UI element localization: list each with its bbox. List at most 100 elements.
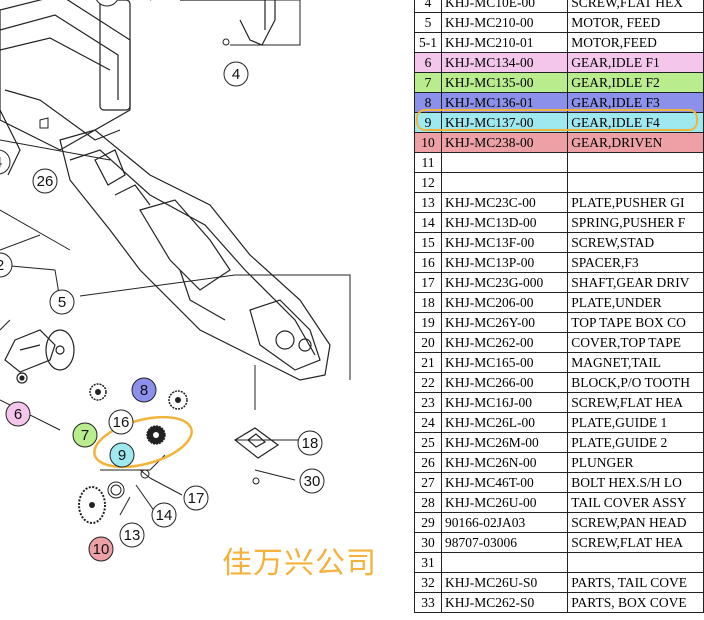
part-number-cell: KHJ-MC13F-00 (440, 232, 569, 253)
description-cell: COVER,TOP TAPE (567, 332, 704, 353)
item-number-cell: 21 (414, 352, 442, 373)
item-number-cell: 27 (414, 472, 442, 493)
item-number-cell: 19 (414, 312, 442, 333)
item-number-cell: 4 (414, 0, 442, 13)
item-number-cell: 13 (414, 192, 442, 213)
description-cell: PLATE,GUIDE 2 (567, 432, 704, 453)
callout-label-2: 2 (0, 257, 4, 274)
callout-circle-8 (131, 377, 157, 403)
callout-circle-7 (72, 422, 98, 448)
description-cell: PLATE,UNDER (567, 292, 704, 313)
part-number-cell: KHJ-MC238-00 (440, 132, 569, 153)
callout-circle-4 (223, 61, 249, 87)
callout-circle-9 (109, 442, 135, 468)
item-number-cell: 24 (414, 412, 442, 433)
description-cell: BOLT HEX.S/H LO (567, 472, 704, 493)
item-number-cell: 22 (414, 372, 442, 393)
part-number-cell: KHJ-MC210-01 (440, 32, 569, 53)
callout-label-9: 9 (118, 447, 126, 464)
part-number-cell: KHJ-MC165-00 (440, 352, 569, 373)
callout-label-4: 4 (232, 66, 240, 83)
gear-9-highlight-ellipse (93, 415, 193, 469)
callout-circle-14 (151, 502, 177, 528)
callout-circle-30 (299, 468, 325, 494)
item-number-cell: 23 (414, 392, 442, 413)
part-number-cell: KHJ-MC13D-00 (440, 212, 569, 233)
item-number-cell: 8 (414, 92, 442, 113)
leader-lines (0, 0, 351, 516)
description-cell: TOP TAPE BOX CO (567, 312, 704, 333)
item-number-cell: 6 (414, 52, 442, 73)
description-cell: MOTOR, FEED (567, 12, 704, 33)
part-number-cell: KHJ-MC26L-00 (440, 412, 569, 433)
description-cell: MAGNET,TAIL (567, 352, 704, 373)
description-cell (567, 152, 704, 173)
callout-circle-16 (108, 409, 134, 435)
callout-label-13: 13 (124, 527, 141, 544)
item-number-cell: 28 (414, 492, 442, 513)
callout-circle-2 (0, 252, 13, 278)
item-number-cell: 30 (414, 532, 442, 553)
description-cell: BLOCK,P/O TOOTH (567, 372, 704, 393)
part-number-cell: KHJ-MC266-00 (440, 372, 569, 393)
item-number-cell: 16 (414, 252, 442, 273)
part-number-cell: KHJ-MC210-00 (440, 12, 569, 33)
callout-circle-13 (119, 522, 145, 548)
shaft-drawing (139, 469, 151, 479)
row-9-highlight-box (416, 109, 698, 131)
part-number-cell: KHJ-MC26Y-00 (440, 312, 569, 333)
callout-circle-4 (0, 149, 11, 175)
callout-label-30: 30 (304, 473, 321, 490)
callout-circle-27 (96, 0, 118, 7)
item-number-cell: 17 (414, 272, 442, 293)
description-cell: PLATE,GUIDE 1 (567, 412, 704, 433)
callout-label-27: 27 (99, 0, 116, 3)
description-cell: GEAR,IDLE F3 (567, 92, 704, 113)
callout-circle-10 (88, 536, 114, 562)
part-number-cell: KHJ-MC26N-00 (440, 452, 569, 473)
part-number-cell: KHJ-MC137-00 (440, 112, 569, 133)
part-number-cell: KHJ-MC206-00 (440, 292, 569, 313)
description-cell: SCREW,FLAT HEA (567, 392, 704, 413)
description-cell: SCREW,FLAT HEA (567, 532, 704, 553)
item-number-cell: 11 (414, 152, 442, 173)
part-number-cell: KHJ-MC46T-00 (440, 472, 569, 493)
part-number-cell: KHJ-MC135-00 (440, 72, 569, 93)
item-number-cell: 29 (414, 512, 442, 533)
description-cell: SCREW,PAN HEAD (567, 512, 704, 533)
description-cell: GEAR,IDLE F2 (567, 72, 704, 93)
table-row: 11 (414, 152, 704, 173)
item-number-cell: 33 (414, 592, 442, 613)
item-number-cell: 26 (414, 452, 442, 473)
part-number-cell: KHJ-MC26U-S0 (440, 572, 569, 593)
callout-label-4: 4 (0, 154, 2, 171)
callout-circle-18 (297, 430, 323, 456)
part-number-cell: KHJ-MC23G-000 (440, 272, 569, 293)
part-number-cell: KHJ-MC26M-00 (440, 432, 569, 453)
part-number-cell: KHJ-MC262-00 (440, 332, 569, 353)
part-number-cell (440, 552, 569, 573)
description-cell: GEAR,DRIVEN (567, 132, 704, 153)
part-number-cell: KHJ-MC16J-00 (440, 392, 569, 413)
part-number-cell: 98707-03006 (440, 532, 569, 553)
description-cell: PLUNGER (567, 452, 704, 473)
part-number-cell: KHJ-MC10E-00 (440, 0, 569, 13)
part-number-cell (440, 172, 569, 193)
